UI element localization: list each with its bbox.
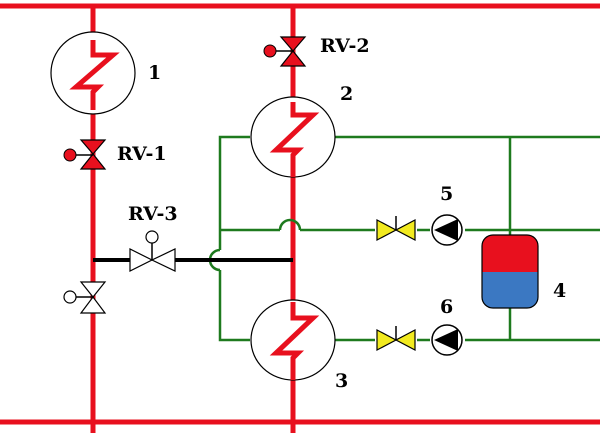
rv2-label: RV-2 — [320, 35, 370, 57]
rv1-label: RV-1 — [117, 143, 167, 165]
control-valve-rv3[interactable] — [129, 230, 176, 272]
heat-exchanger-1 — [50, 31, 136, 115]
heat-exchanger-2 — [250, 96, 336, 178]
rv3-label: RV-3 — [128, 203, 178, 225]
heat-exchanger-3-label: 3 — [335, 370, 348, 392]
check-valve-upper[interactable] — [376, 216, 416, 241]
zigzag-heat-exchanger-icon — [269, 302, 320, 380]
heat-exchanger-2-label: 2 — [340, 83, 353, 105]
zigzag-heat-exchanger-icon — [69, 40, 120, 110]
heat-exchanger-1-label: 1 — [148, 62, 161, 84]
motorized-valve-icon — [79, 139, 107, 155]
control-valve-rv1[interactable] — [63, 139, 107, 170]
heat-exchanger-3 — [250, 299, 336, 381]
pump-5-label: 5 — [440, 183, 453, 205]
tank-4-label: 4 — [553, 280, 566, 302]
secondary-piping — [208, 135, 600, 342]
motorized-valve-icon — [79, 281, 107, 298]
storage-tank-icon — [482, 235, 538, 272]
motorized-valve-icon — [129, 248, 154, 272]
storage-tank-4 — [481, 234, 539, 309]
pump-6[interactable] — [431, 324, 463, 356]
check-valve-lower[interactable] — [376, 326, 416, 351]
pump-5[interactable] — [431, 214, 463, 246]
check-valve-icon — [376, 219, 398, 241]
manual-valve-lower-left[interactable] — [63, 281, 107, 314]
check-valve-icon — [376, 329, 398, 351]
zigzag-heat-exchanger-icon — [269, 102, 320, 177]
control-valve-rv2[interactable] — [263, 36, 307, 67]
pump-6-label: 6 — [440, 296, 453, 318]
motorized-valve-icon — [279, 36, 307, 52]
